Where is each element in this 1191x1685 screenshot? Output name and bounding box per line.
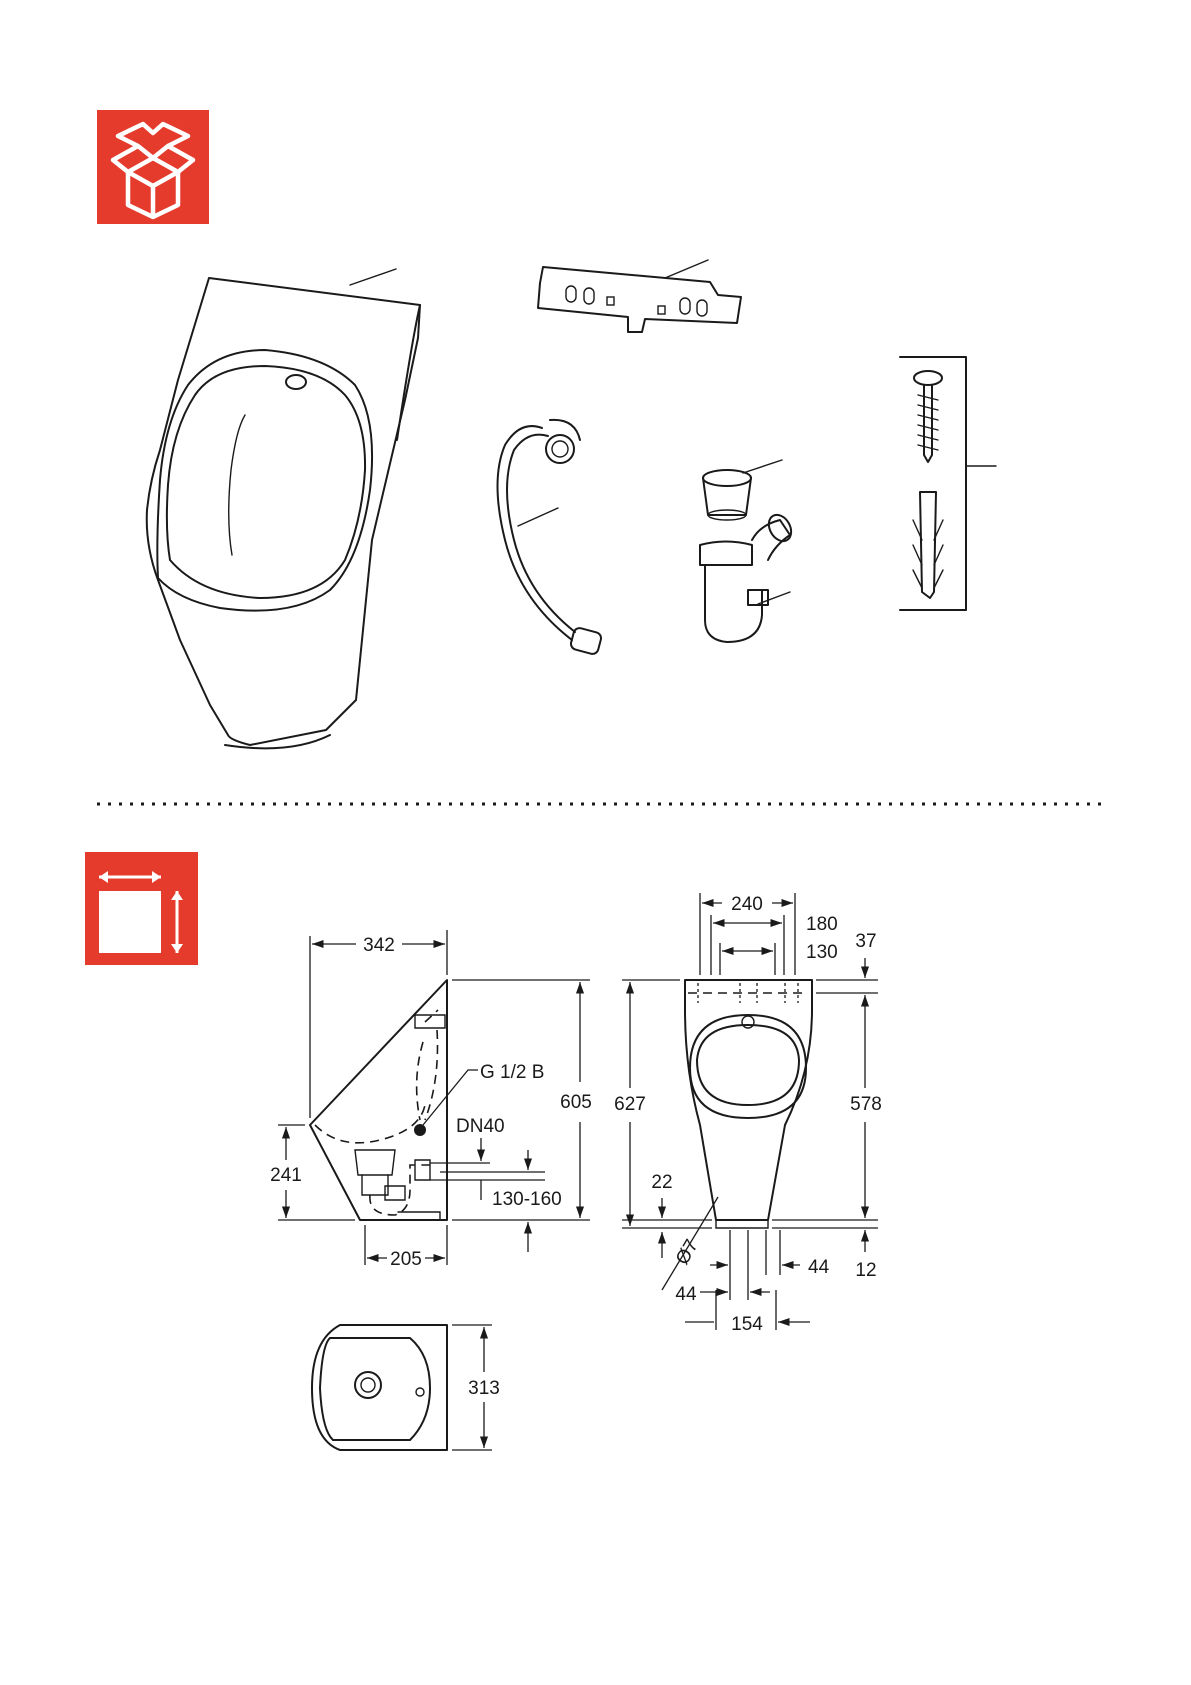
dim-hole-offset-right: 44 <box>808 1257 830 1278</box>
dim-front-height: 627 <box>614 1094 646 1115</box>
mounting-bracket <box>538 260 741 332</box>
front-view: 240 180 130 37 627 578 22 <box>614 893 882 1335</box>
siphon-trap <box>700 460 796 642</box>
connection-hose <box>498 420 603 655</box>
dim-depth-bottom: 205 <box>390 1249 422 1270</box>
label-water-connection: G 1/2 B <box>480 1062 544 1083</box>
dim-hole-diameter: Ø7 <box>672 1236 703 1268</box>
dim-height: 605 <box>560 1092 592 1113</box>
dim-bottom-spacing: 154 <box>731 1314 763 1335</box>
dim-rim-height: 241 <box>270 1165 302 1186</box>
dimensions-badge <box>85 852 198 965</box>
dim-front-width: 240 <box>731 894 763 915</box>
label-drain-height: 130-160 <box>492 1189 562 1210</box>
screws-and-dowels <box>900 357 996 610</box>
urinal-illustration <box>147 269 420 748</box>
dim-bottom-offset-left: 22 <box>651 1172 672 1193</box>
dim-bottom-offset-right: 12 <box>855 1260 876 1281</box>
dim-top-depth: 313 <box>468 1378 500 1399</box>
dim-front-height-inner: 578 <box>850 1094 882 1115</box>
dim-hole-spacing-inner: 130 <box>806 942 838 963</box>
scope-of-delivery-badge <box>97 110 209 224</box>
label-drain: DN40 <box>456 1116 505 1137</box>
dim-hole-spacing-outer: 180 <box>806 914 838 935</box>
dim-hole-offset-left: 44 <box>675 1284 697 1305</box>
side-view: 342 605 241 205 G 1/2 B DN40 130-16 <box>270 930 592 1270</box>
dim-top-offset: 37 <box>855 931 876 952</box>
top-view: 313 <box>312 1325 500 1450</box>
dim-width: 342 <box>363 935 395 956</box>
